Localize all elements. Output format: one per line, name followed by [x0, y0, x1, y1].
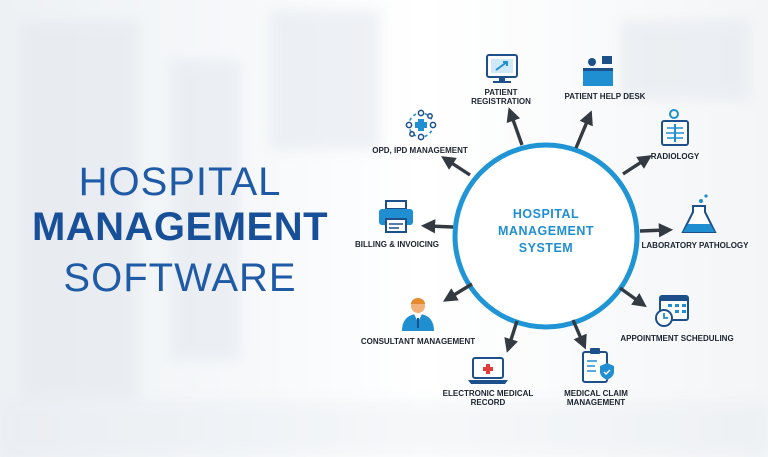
label-consultant: CONSULTANT MANAGEMENT — [361, 337, 475, 346]
module-consultant: CONSULTANT MANAGEMENT — [361, 298, 475, 346]
label-radiology: RADIOLOGY — [651, 152, 700, 161]
center-label-3: SYSTEM — [519, 241, 573, 255]
label-registration-2: REGISTRATION — [471, 97, 531, 106]
title-line-1: HOSPITAL — [78, 160, 282, 204]
clipboard-shield-icon — [582, 348, 614, 383]
arrow-opd — [441, 156, 471, 177]
label-registration-1: PATIENT — [484, 88, 517, 97]
module-emr: ELECTRONIC MEDICAL RECORD — [443, 357, 534, 407]
module-radiology: RADIOLOGY — [651, 109, 700, 161]
arrow-emr — [504, 320, 519, 353]
module-claim: MEDICAL CLAIM MANAGEMENT — [564, 348, 628, 407]
label-claim-2: MANAGEMENT — [567, 398, 625, 407]
arrow-claim — [571, 319, 587, 350]
arrow-billing — [420, 219, 454, 234]
arrow-radiology — [622, 155, 652, 176]
arrow-laboratory — [639, 223, 674, 238]
center-label-2: MANAGEMENT — [498, 224, 594, 238]
xray-icon — [661, 109, 689, 146]
printer-icon — [379, 200, 413, 233]
label-emr-2: RECORD — [471, 398, 506, 407]
flask-icon — [681, 194, 717, 233]
doctor-icon — [402, 298, 434, 331]
center-label-1: HOSPITAL — [513, 207, 579, 221]
arrow-helpdesk — [574, 110, 593, 149]
module-registration: PATIENT REGISTRATION — [471, 54, 531, 106]
module-laboratory: LABORATORY PATHOLOGY — [642, 194, 750, 250]
label-emr-1: ELECTRONIC MEDICAL — [443, 389, 534, 398]
title-line-2: MANAGEMENT — [31, 205, 329, 249]
arrow-appointment — [619, 286, 647, 308]
module-opd: OPD, IPD MANAGEMENT — [372, 109, 468, 155]
laptop-cross-icon — [468, 357, 508, 384]
label-billing: BILLING & INVOICING — [355, 240, 439, 249]
title-line-3: SOFTWARE — [63, 256, 297, 300]
label-claim-1: MEDICAL CLAIM — [564, 389, 628, 398]
arrow-registration — [506, 107, 524, 146]
label-appointment: APPOINTMENT SCHEDULING — [620, 334, 733, 343]
help-desk-icon — [583, 56, 613, 86]
module-billing: BILLING & INVOICING — [355, 200, 439, 249]
label-helpdesk: PATIENT HELP DESK — [565, 92, 646, 101]
center-ring — [452, 142, 640, 330]
network-cross-icon — [405, 109, 437, 141]
monitor-arrow-icon — [486, 54, 518, 83]
label-laboratory: LABORATORY PATHOLOGY — [642, 241, 750, 250]
label-opd: OPD, IPD MANAGEMENT — [372, 146, 468, 155]
calendar-clock-icon — [655, 295, 689, 327]
arrow-consultant — [442, 282, 473, 302]
module-helpdesk: PATIENT HELP DESK — [565, 56, 646, 101]
module-appointment: APPOINTMENT SCHEDULING — [620, 295, 734, 343]
